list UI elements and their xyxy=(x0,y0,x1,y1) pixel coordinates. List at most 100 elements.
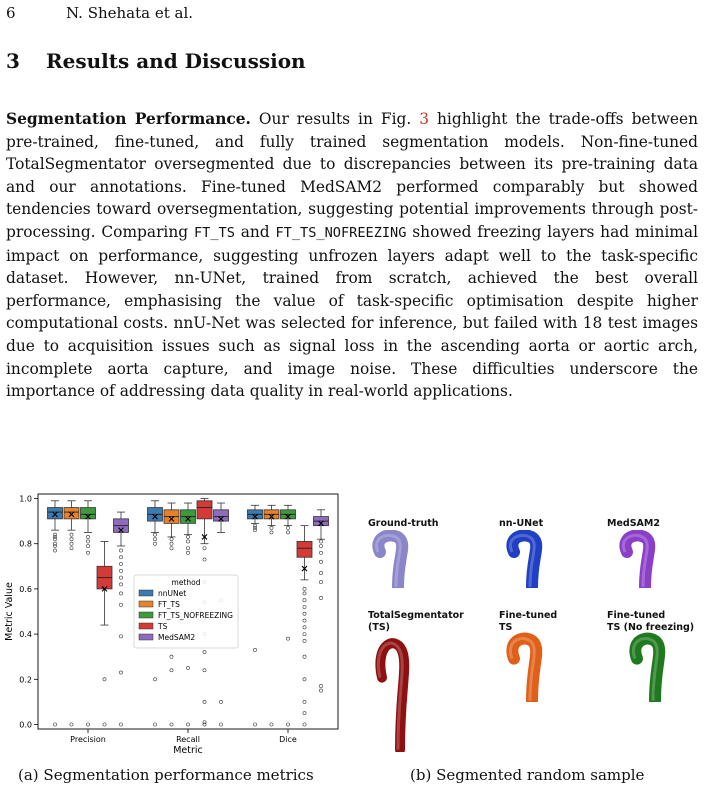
outlier-point xyxy=(302,711,307,716)
mean-marker xyxy=(101,586,108,592)
mean-marker xyxy=(52,511,58,518)
outlier-point xyxy=(319,550,323,555)
legend-label: TS xyxy=(157,622,168,631)
paragraph-text: and xyxy=(234,222,276,241)
mean-marker xyxy=(85,513,91,520)
y-tick-label: 0.8 xyxy=(19,540,32,549)
aorta-render xyxy=(506,632,543,702)
outlier-point xyxy=(186,546,190,551)
outlier-point xyxy=(119,568,123,573)
outlier-point xyxy=(269,525,274,530)
outlier-point xyxy=(119,634,123,639)
legend-swatch xyxy=(138,611,154,619)
outlier-point xyxy=(119,555,123,560)
mean-marker xyxy=(68,511,75,518)
paragraph: Segmentation Performance. Our results in… xyxy=(6,108,698,403)
y-tick-label: 0.0 xyxy=(19,720,32,729)
outlier-point xyxy=(319,596,323,600)
outlier-point xyxy=(302,598,307,603)
outlier-point xyxy=(302,618,307,623)
aorta-render xyxy=(629,632,666,702)
outlier-point xyxy=(186,535,190,539)
outlier-point xyxy=(53,548,57,553)
y-tick-label: 0.2 xyxy=(19,675,32,684)
outlier-point xyxy=(169,654,174,659)
aorta-shape xyxy=(372,530,409,588)
outlier-point xyxy=(319,684,323,688)
outlier-point xyxy=(202,699,207,704)
outlier-point xyxy=(153,677,157,682)
sample-label: TotalSegmentator(TS) xyxy=(368,610,464,633)
x-tick-label: Recall xyxy=(176,735,200,744)
outlier-point xyxy=(86,539,90,544)
outlier-point xyxy=(319,571,323,575)
figure-reference-link[interactable]: 3 xyxy=(419,110,430,128)
sample-label: MedSAM2 xyxy=(607,518,660,529)
aorta-shape xyxy=(506,632,543,702)
outlier-point xyxy=(319,688,323,693)
legend-label: nnUNet xyxy=(158,589,186,598)
outlier-point xyxy=(69,541,74,546)
outlier-point xyxy=(169,537,174,542)
box xyxy=(80,507,96,520)
aorta-render xyxy=(372,530,409,588)
page-number: 6 xyxy=(6,4,16,22)
outlier-point xyxy=(302,638,307,643)
outlier-point xyxy=(69,546,74,551)
aorta-highlight xyxy=(621,533,649,587)
mean-marker xyxy=(318,520,324,527)
outlier-point xyxy=(302,632,307,636)
outlier-point xyxy=(53,544,57,548)
outlier-point xyxy=(86,550,90,555)
outlier-point xyxy=(253,648,257,652)
aorta-shape xyxy=(506,530,543,588)
outlier-point xyxy=(53,537,57,542)
outlier-point xyxy=(53,535,57,539)
outlier-point xyxy=(302,654,307,659)
outlier-point xyxy=(119,722,123,727)
outlier-point xyxy=(202,720,207,725)
outlier-point xyxy=(253,525,257,530)
outlier-point xyxy=(219,699,223,704)
mean-marker xyxy=(218,515,224,522)
outlier-point xyxy=(319,559,323,564)
outlier-point xyxy=(302,605,307,609)
mean-marker xyxy=(285,513,291,520)
outlier-point xyxy=(169,541,174,546)
outlier-point xyxy=(286,636,290,641)
x-axis-label: Metric xyxy=(173,745,203,756)
mean-marker xyxy=(252,513,258,520)
plot-frame xyxy=(37,493,339,730)
paragraph-text: showed freezing layers had minimal impac… xyxy=(6,222,698,401)
outlier-point xyxy=(302,625,307,630)
outlier-point xyxy=(119,602,123,607)
outlier-point xyxy=(119,591,123,596)
outlier-point xyxy=(119,575,123,580)
mean-marker xyxy=(118,527,124,534)
aorta-highlight xyxy=(374,533,402,587)
box xyxy=(63,507,80,520)
outlier-point xyxy=(119,562,123,566)
code-ft-ts: FT_TS xyxy=(193,224,235,241)
legend-box xyxy=(133,574,239,649)
outlier-point xyxy=(153,532,157,537)
legend-title: method xyxy=(172,578,201,587)
outlier-point xyxy=(69,532,74,537)
outlier-point xyxy=(202,546,207,551)
sample-label: Ground-truth xyxy=(368,518,439,529)
outlier-point xyxy=(119,548,123,553)
outlier-point xyxy=(53,722,57,727)
legend-label: FT_TS xyxy=(158,600,180,609)
legend-swatch xyxy=(138,600,154,608)
caption-b: (b) Segmented random sample xyxy=(410,766,645,784)
outlier-point xyxy=(153,722,157,727)
aorta-render xyxy=(375,638,410,752)
outlier-point xyxy=(119,582,123,587)
legend-label: MedSAM2 xyxy=(158,633,195,642)
mean-marker xyxy=(168,515,175,522)
outlier-point xyxy=(253,523,257,528)
outlier-point xyxy=(202,650,207,655)
legend-label: FT_TS_NOFREEZING xyxy=(158,611,233,620)
aorta-render xyxy=(619,530,656,588)
